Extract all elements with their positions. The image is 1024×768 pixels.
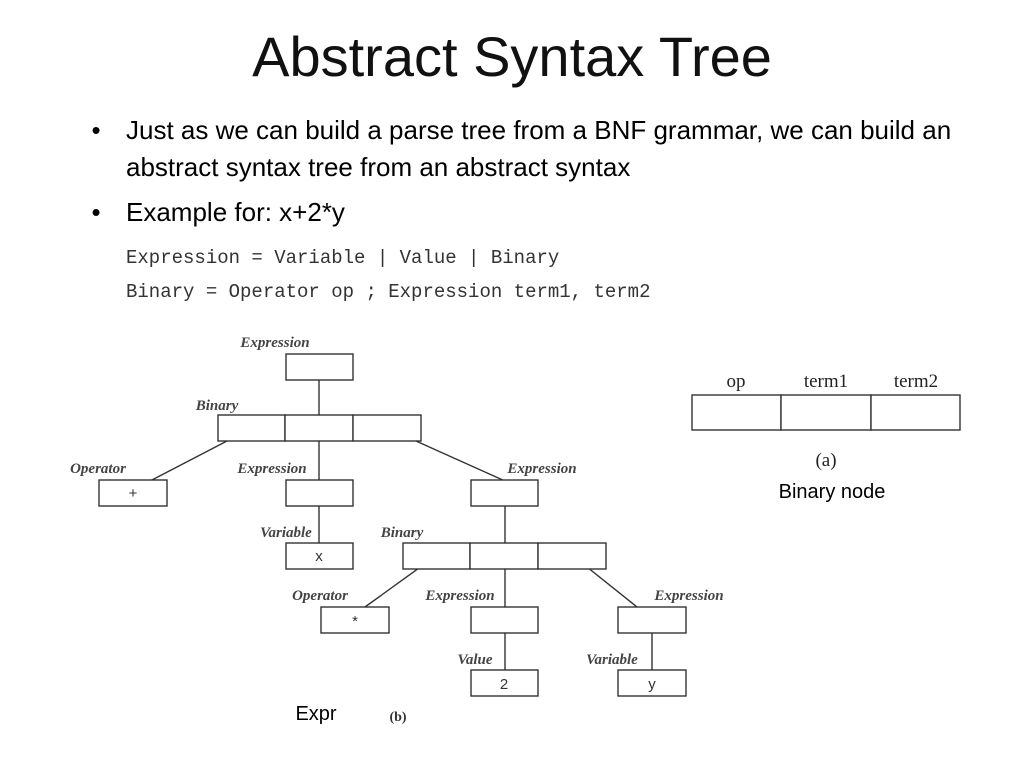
bullet-list: • Just as we can build a parse tree from… xyxy=(86,112,966,239)
binary-cell-term2 xyxy=(870,394,961,431)
value-two: 2 xyxy=(500,676,508,693)
value-x: x xyxy=(315,548,323,565)
node-binary-inner-op xyxy=(402,542,471,570)
tree-nodes: Expression Binary Operator + Expression … xyxy=(70,335,724,697)
figure-tag-b: (b) xyxy=(389,710,406,725)
node-operator-plus xyxy=(98,479,168,507)
binary-node-figure: op term1 term2 (a) Binary node xyxy=(691,371,961,503)
node-variable-y xyxy=(617,669,687,697)
node-expression-inner-right xyxy=(617,606,687,634)
binary-node-caption: Binary node xyxy=(779,481,886,503)
label-expression-inner-right: Expression xyxy=(653,588,723,604)
node-variable-x xyxy=(285,542,354,570)
slide-title: Abstract Syntax Tree xyxy=(252,25,772,88)
node-expression-right xyxy=(470,479,539,507)
label-root-expression: Expression xyxy=(239,335,309,351)
value-y: y xyxy=(648,676,656,693)
grammar-line-binary: Binary = Operator op ; Expression term1,… xyxy=(126,281,651,303)
label-expression-mid: Expression xyxy=(236,461,306,477)
node-binary-op xyxy=(217,414,286,442)
label-value-2: Value xyxy=(457,652,492,668)
binary-cell-op xyxy=(691,394,782,431)
label-expression-right: Expression xyxy=(506,461,576,477)
bullet-dot-icon: • xyxy=(91,197,101,227)
header-term1: term1 xyxy=(804,371,848,392)
label-variable-y: Variable xyxy=(586,652,638,668)
header-op: op xyxy=(727,371,746,392)
bullet-item: • Example for: x+2*y xyxy=(86,194,966,231)
label-operator-left: Operator xyxy=(70,461,126,477)
value-star: * xyxy=(352,613,358,630)
binary-cell-term1 xyxy=(780,394,872,431)
value-plus: + xyxy=(129,485,138,502)
figure-tag-a: (a) xyxy=(815,450,836,471)
bullet-item: • Just as we can build a parse tree from… xyxy=(86,112,966,186)
node-root-expression xyxy=(285,353,354,381)
node-expression-inner-mid xyxy=(470,606,539,634)
grammar-line-expression: Expression = Variable | Value | Binary xyxy=(126,247,560,269)
label-operator-inner: Operator xyxy=(292,588,348,604)
node-binary-term1 xyxy=(284,414,354,442)
tree-caption: Expr xyxy=(295,703,336,725)
label-variable-x: Variable xyxy=(260,525,312,541)
node-operator-star xyxy=(320,606,390,634)
node-binary-inner-term2 xyxy=(537,542,607,570)
node-value-2 xyxy=(470,669,539,697)
header-term2: term2 xyxy=(894,371,938,392)
node-binary-inner-term1 xyxy=(469,542,539,570)
label-expression-inner-mid: Expression xyxy=(424,588,494,604)
bullet-text: Just as we can build a parse tree from a… xyxy=(126,115,952,182)
node-expression-mid xyxy=(285,479,354,507)
bullet-dot-icon: • xyxy=(91,115,101,145)
label-binary-inner: Binary xyxy=(380,525,424,541)
node-binary-term2 xyxy=(352,414,422,442)
label-binary-top: Binary xyxy=(195,398,239,414)
bullet-text: Example for: x+2*y xyxy=(126,197,345,227)
